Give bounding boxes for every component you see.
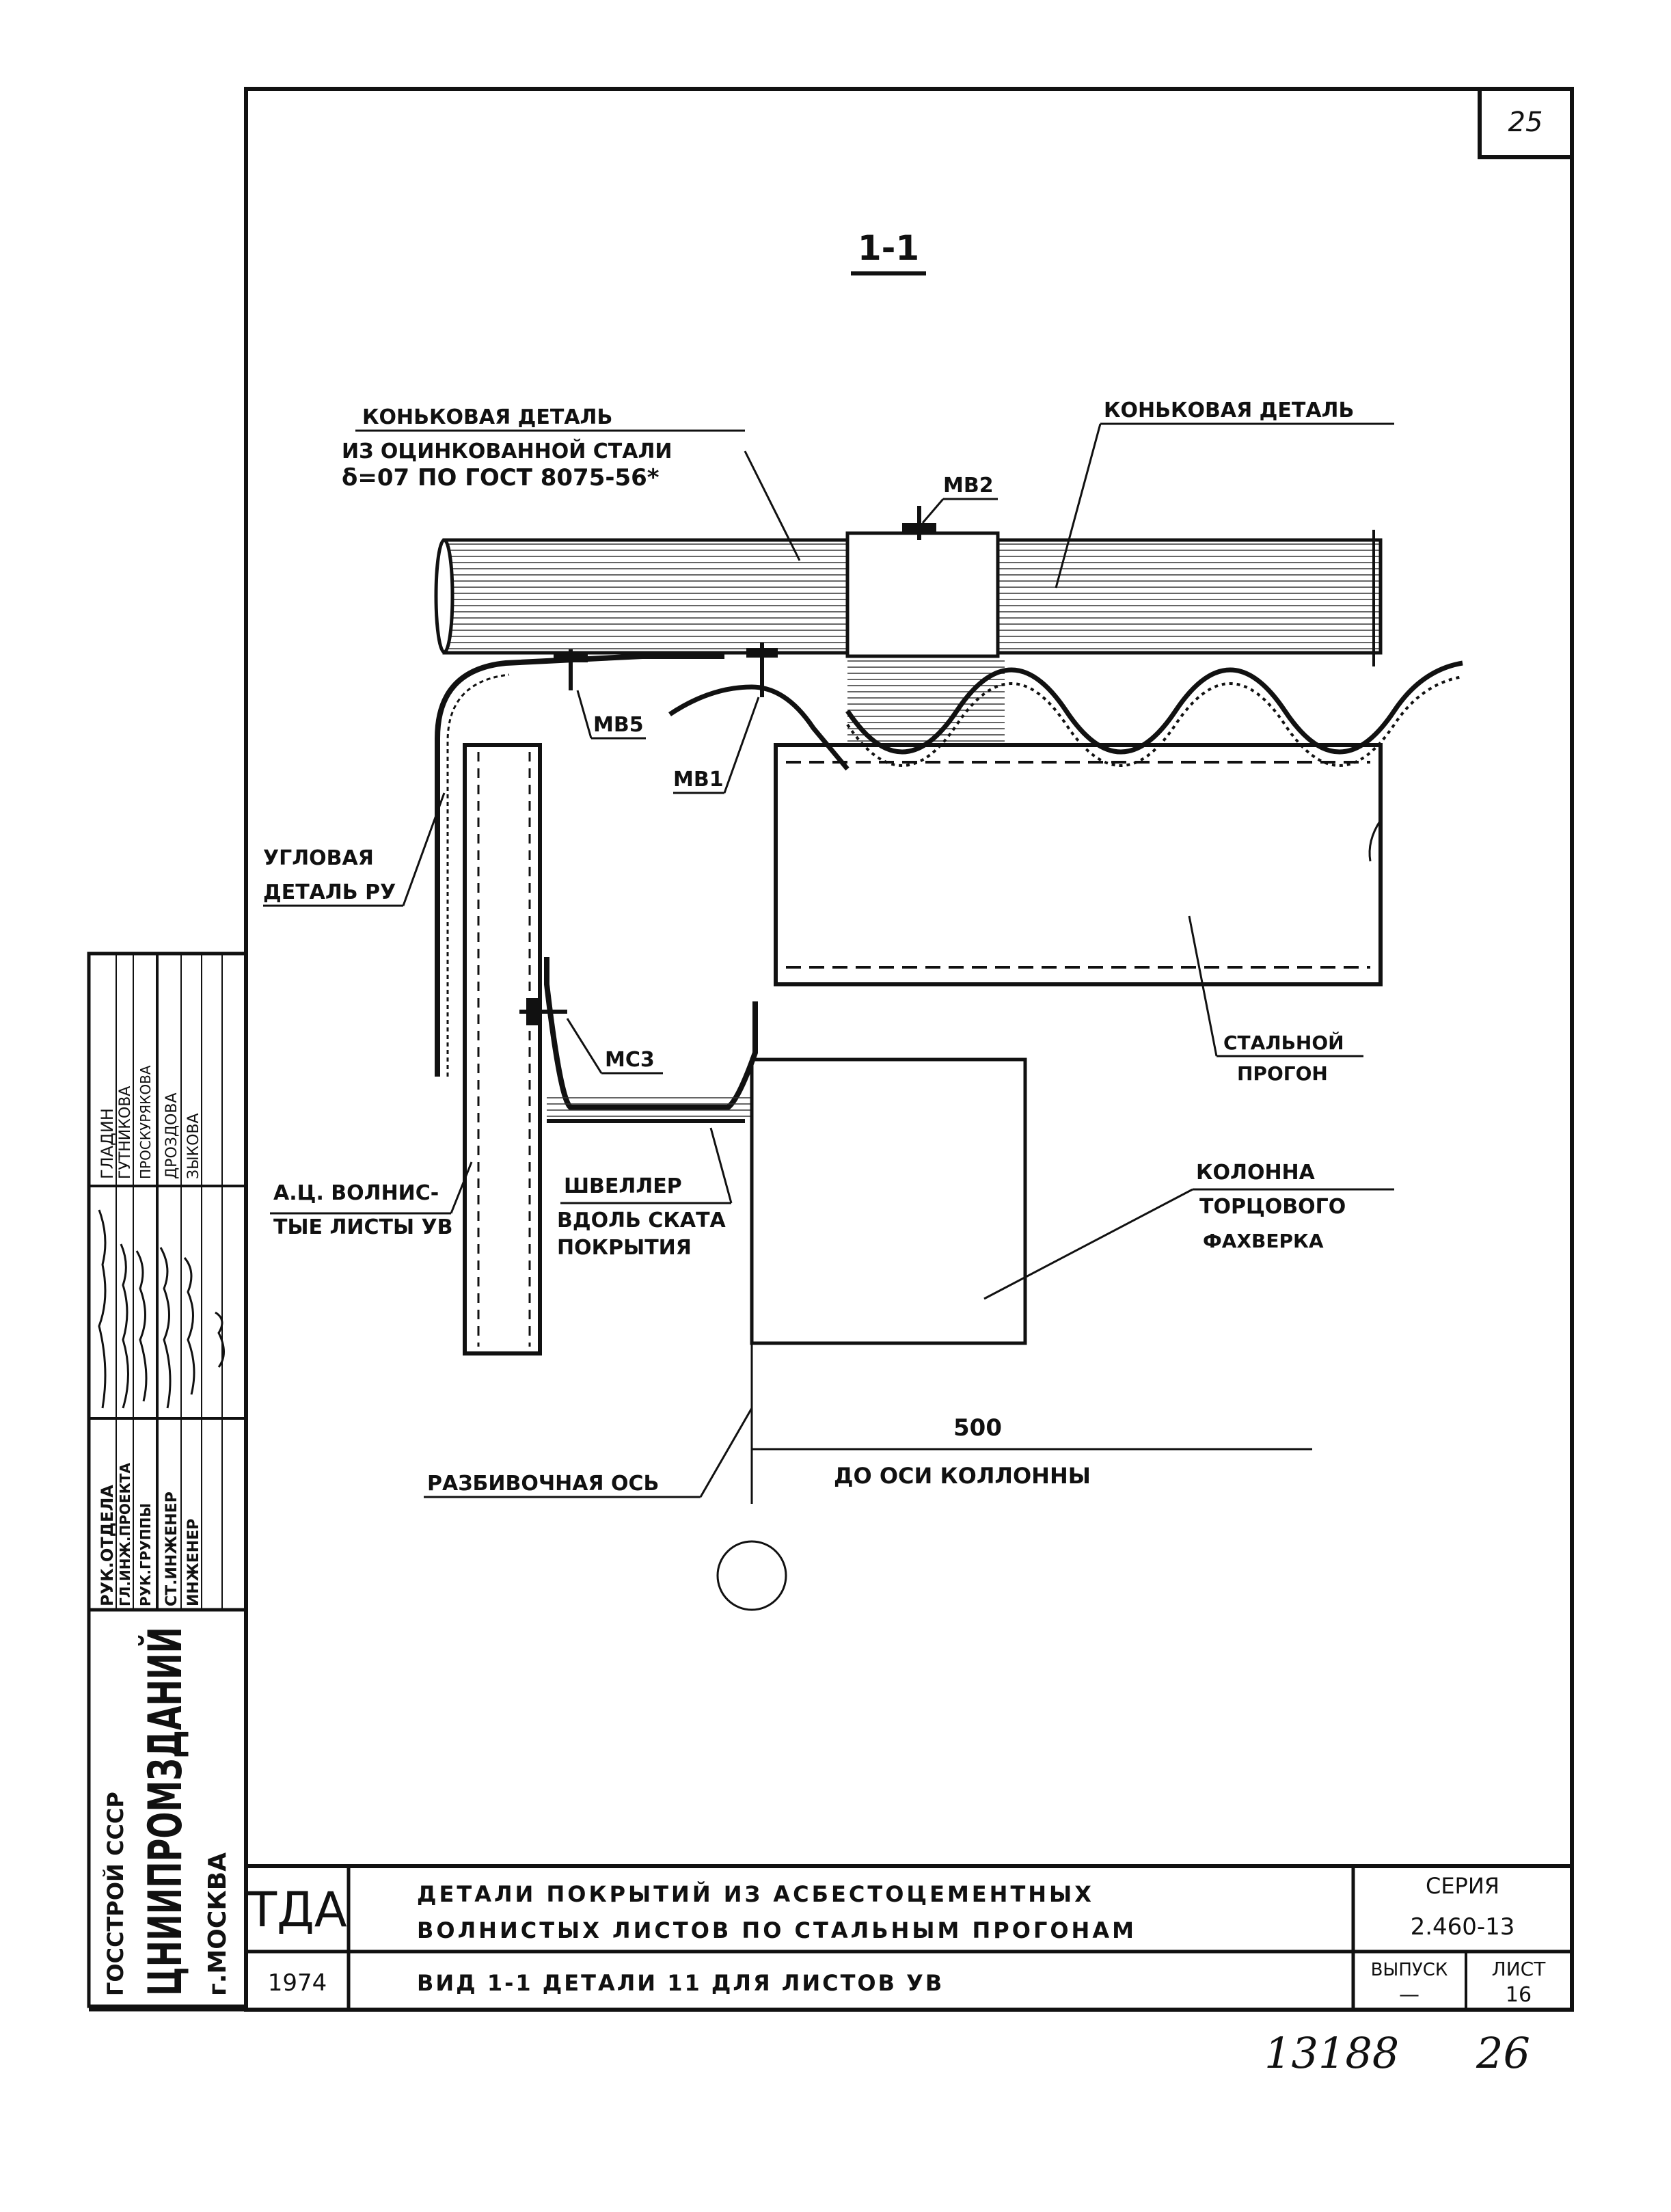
stamp-org-1: ГОССТРОЙ СССР bbox=[103, 1792, 128, 1996]
channel bbox=[519, 957, 758, 1123]
stamp-name-5: ЗЫКОВА bbox=[185, 1113, 202, 1179]
section-drawing: КОНЬКОВАЯ ДЕТАЛЬ ИЗ ОЦИНКОВАННОЙ СТАЛИ δ… bbox=[263, 399, 1463, 1611]
section-title-group: 1-1 bbox=[851, 228, 926, 275]
axis-marker bbox=[716, 1540, 787, 1611]
stamp-org-2: ЦНИИПРОМЗДАНИЙ bbox=[138, 1627, 193, 1996]
signatures bbox=[98, 1209, 225, 1409]
label-sheets-2: ТЫЕ ЛИСТЫ УВ bbox=[273, 1215, 453, 1239]
stamp-role-4: СТ.ИНЖЕНЕР bbox=[163, 1492, 180, 1606]
label-column-2: ТОРЦОВОГО bbox=[1199, 1195, 1346, 1219]
label-column-1: КОЛОННА bbox=[1196, 1161, 1316, 1185]
label-ridge-left-2: ИЗ ОЦИНКОВАННОЙ СТАЛИ bbox=[342, 439, 673, 463]
stamp-name-4: ДРОЗДОВА bbox=[163, 1092, 180, 1179]
stamp-role-5: ИНЖЕНЕР bbox=[185, 1519, 202, 1606]
steel-purlin bbox=[774, 743, 1383, 986]
label-ridge-left-1: КОНЬКОВАЯ ДЕТАЛЬ bbox=[362, 405, 612, 429]
title-block-year: 1974 bbox=[268, 1969, 327, 1997]
label-channel-3: ПОКРЫТИЯ bbox=[557, 1236, 692, 1260]
flashing bbox=[435, 653, 850, 1077]
label-column-3: ФАХВЕРКА bbox=[1203, 1230, 1324, 1252]
sheet-value: 16 bbox=[1506, 1983, 1532, 2007]
stamp-name-2: ГУТНИКОВА bbox=[117, 1086, 134, 1179]
wall-sheet bbox=[463, 743, 542, 1355]
bolt-mb5 bbox=[554, 649, 588, 690]
side-stamp: ГОССТРОЙ СССР ЦНИИПРОМЗДАНИЙ г.МОСКВА РУ… bbox=[87, 952, 248, 2008]
series-value: 2.460-13 bbox=[1411, 1913, 1515, 1941]
bolt-mb1 bbox=[746, 643, 778, 697]
sheet-label: ЛИСТ bbox=[1492, 1958, 1547, 1980]
label-steel-purlin-2: ПРОГОН bbox=[1237, 1062, 1328, 1085]
stamp-role-3: РУК.ГРУППЫ bbox=[137, 1503, 154, 1606]
label-corner-2: ДЕТАЛЬ РУ bbox=[263, 880, 396, 904]
label-corner-1: УГЛОВАЯ bbox=[263, 846, 374, 870]
title-block-logo: ТДА bbox=[247, 1882, 347, 1938]
title-block: ТДА 1974 ДЕТАЛИ ПОКРЫТИЙ ИЗ АСБЕСТОЦЕМЕН… bbox=[246, 1864, 1572, 2010]
label-mb2: МВ2 bbox=[943, 474, 994, 498]
bolt-mb2 bbox=[902, 506, 936, 540]
footer-number: 13188 bbox=[1264, 2028, 1399, 2078]
issue-value: — bbox=[1399, 1983, 1419, 2007]
subtitle: ВИД 1-1 ДЕТАЛИ 11 ДЛЯ ЛИСТОВ УВ bbox=[417, 1970, 944, 1996]
label-mc3: МС3 bbox=[605, 1048, 655, 1072]
ridge-detail bbox=[434, 530, 1383, 745]
title-line-1: ДЕТАЛИ ПОКРЫТИЙ ИЗ АСБЕСТОЦЕМЕНТНЫХ bbox=[417, 1881, 1094, 1907]
label-axis: РАЗБИВОЧНАЯ ОСЬ bbox=[427, 1472, 659, 1496]
label-steel-purlin-1: СТАЛЬНОЙ bbox=[1223, 1031, 1344, 1054]
issue-label: ВЫПУСК bbox=[1371, 1960, 1448, 1980]
ridge-cap bbox=[845, 531, 1000, 658]
leader-lines bbox=[263, 422, 1394, 1498]
label-ridge-right: КОНЬКОВАЯ ДЕТАЛЬ bbox=[1104, 399, 1354, 422]
label-mb5: МВ5 bbox=[593, 713, 644, 737]
label-mb1: МВ1 bbox=[673, 768, 724, 792]
footer-page: 26 bbox=[1476, 2028, 1530, 2078]
stamp-role-2: ГЛ.ИНЖ.ПРОЕКТА bbox=[117, 1462, 133, 1606]
title-line-2: ВОЛНИСТЫХ ЛИСТОВ ПО СТАЛЬНЫМ ПРОГОНАМ bbox=[417, 1917, 1137, 1943]
dimension-value: 500 bbox=[953, 1414, 1002, 1442]
stamp-name-3: ПРОСКУРЯКОВА bbox=[137, 1065, 154, 1179]
end-column bbox=[750, 1057, 1027, 1345]
label-ridge-left-3: δ=07 ПО ГОСТ 8075-56* bbox=[342, 464, 660, 491]
label-channel-1: ШВЕЛЛЕР bbox=[564, 1174, 682, 1198]
drawing-frame bbox=[244, 87, 1574, 2012]
section-title: 1-1 bbox=[858, 228, 919, 268]
stamp-org-3: г.МОСКВА bbox=[204, 1852, 232, 1996]
stamp-name-1: ГЛАДИН bbox=[98, 1108, 117, 1179]
stamp-role-1: РУК.ОТДЕЛА bbox=[98, 1485, 117, 1606]
dimension-note: ДО ОСИ КОЛЛОННЫ bbox=[834, 1463, 1091, 1489]
axis bbox=[716, 1343, 1312, 1611]
series-label: СЕРИЯ bbox=[1426, 1873, 1499, 1899]
label-sheets-1: А.Ц. ВОЛНИС- bbox=[273, 1181, 439, 1205]
label-channel-2: ВДОЛЬ СКАТА bbox=[557, 1209, 726, 1232]
sheet-number: 25 bbox=[1508, 107, 1543, 138]
sheet-number-box: 25 bbox=[1478, 87, 1574, 159]
